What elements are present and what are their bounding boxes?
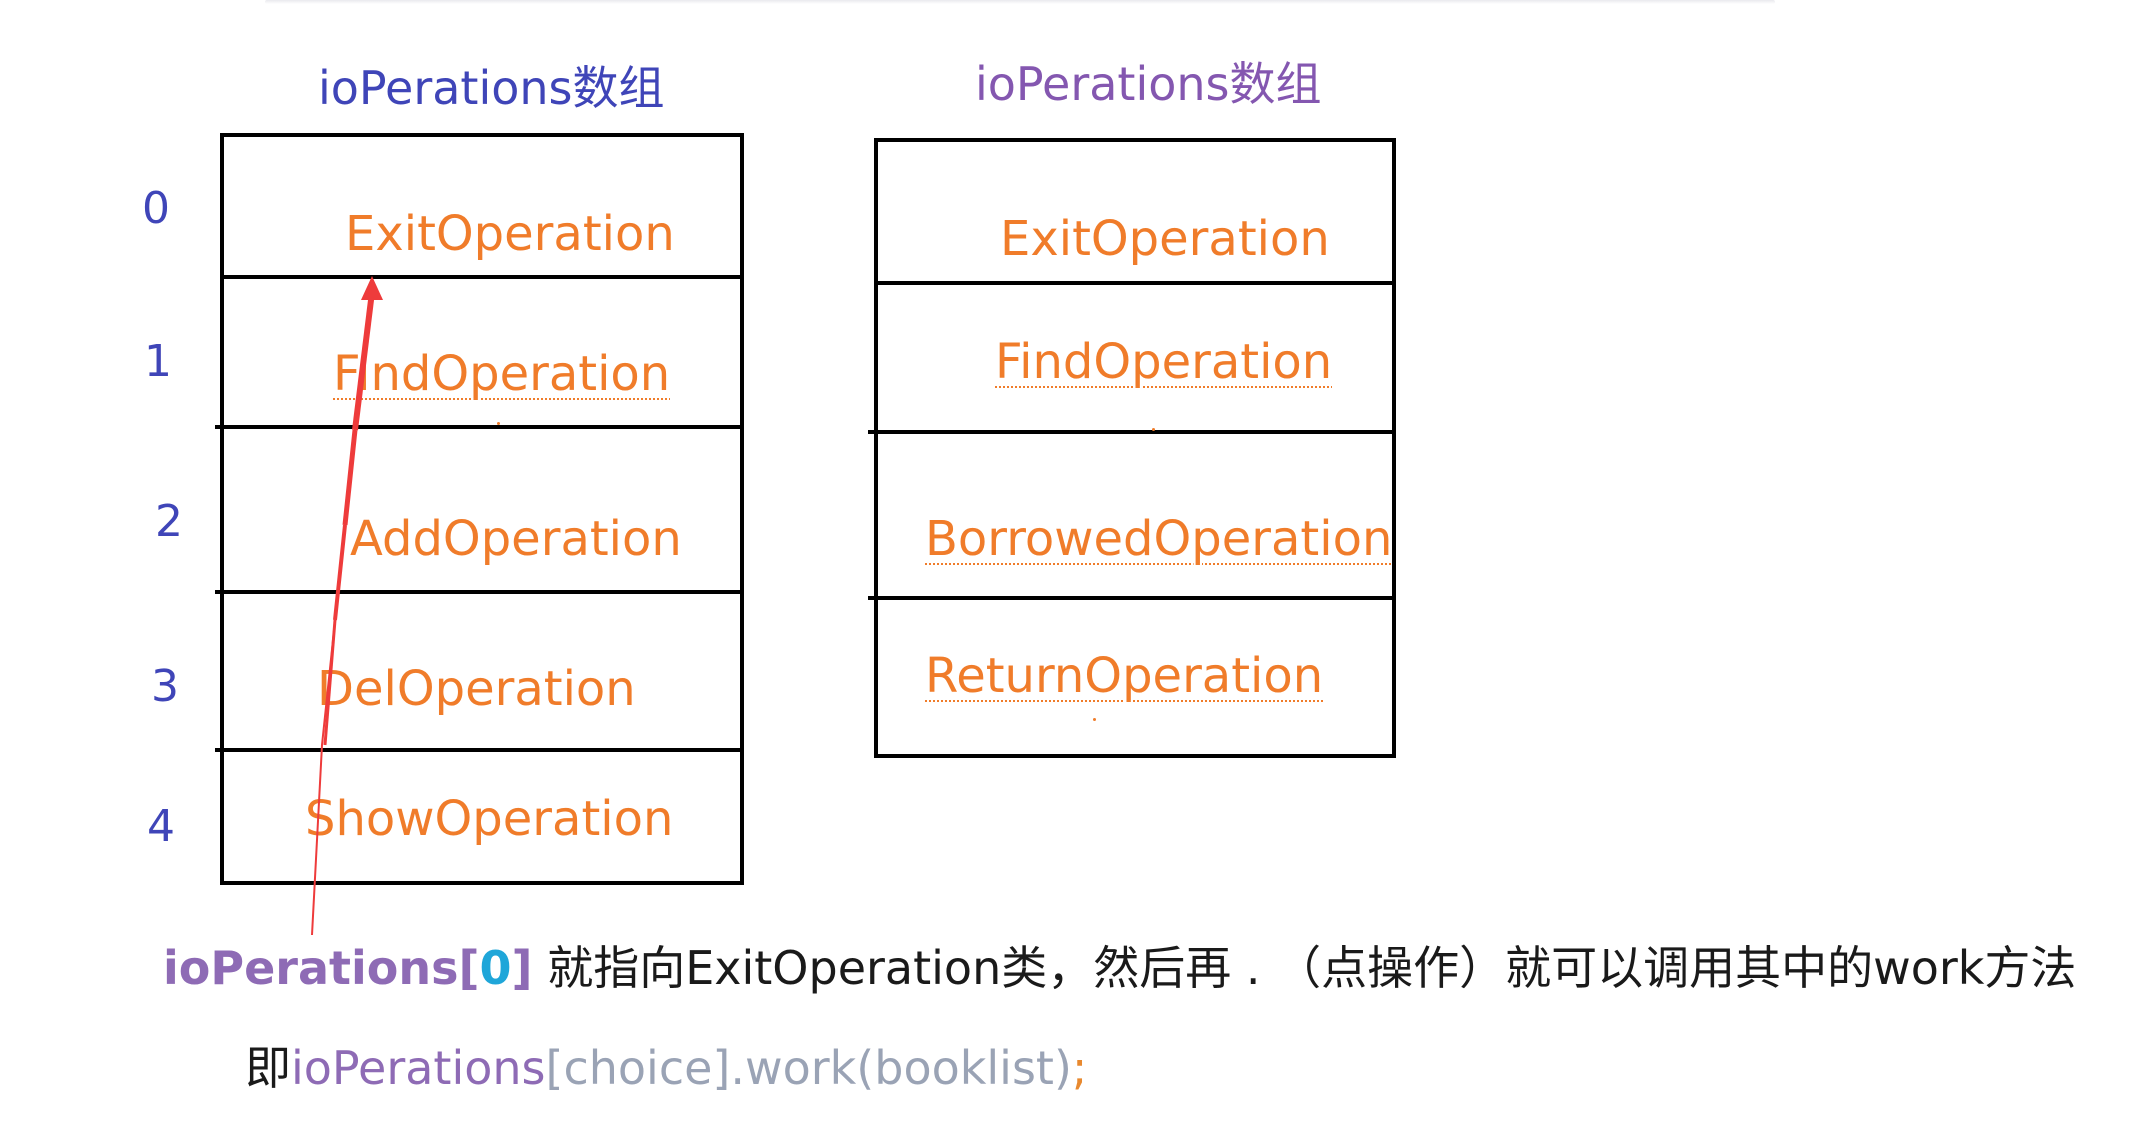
desc-open-bracket: [ [458, 941, 480, 995]
left-row-divider-4 [215, 748, 744, 752]
right-item-0: ExitOperation [1000, 211, 1330, 267]
code-example: 即ioPerations[choice].work(booklist); [245, 1045, 1087, 1091]
right-item-1: FindOperation [995, 334, 1333, 390]
left-item-3: DelOperation [317, 661, 636, 717]
right-row-divider-1 [874, 281, 1396, 285]
code-prefix: 即 [245, 1041, 291, 1095]
right-array-title: ioPerations数组 [975, 57, 1322, 111]
desc-body: 就指向ExitOperation类，然后再 . （点操作）就可以调用其中的wor… [532, 941, 2077, 995]
index-label-1: 1 [144, 336, 172, 387]
left-row-divider-1 [220, 275, 744, 279]
index-label-0: 0 [142, 183, 170, 234]
top-edge-shadow [265, 0, 1775, 4]
left-row-divider-3 [215, 590, 744, 594]
desc-array-name: ioPerations [163, 941, 459, 995]
left-item-4: ShowOperation [305, 791, 674, 847]
left-item-0: ExitOperation [345, 206, 675, 262]
left-array-title: ioPerations数组 [318, 61, 665, 115]
index-label-4: 4 [147, 801, 175, 852]
desc-index: 0 [479, 941, 512, 995]
left-item-2: AddOperation [350, 511, 682, 567]
index-label-2: 2 [155, 496, 183, 547]
left-row-divider-2 [215, 425, 744, 429]
right-item-3: ReturnOperation [925, 648, 1324, 704]
code-call: [choice].work(booklist) [545, 1041, 1072, 1095]
code-semicolon: ; [1071, 1041, 1088, 1095]
right-row-divider-2 [868, 430, 1396, 434]
stray-dot-right-2 [1093, 718, 1096, 721]
right-row-divider-3 [868, 596, 1396, 600]
index-label-3: 3 [151, 661, 179, 712]
right-array-table [874, 138, 1396, 758]
left-array-table [220, 133, 744, 885]
stray-dot [497, 422, 500, 425]
right-item-2: BorrowedOperation [925, 511, 1393, 567]
left-item-1: FindOperation [333, 346, 671, 402]
stray-dot-right [1152, 428, 1155, 431]
code-array-name: ioPerations [291, 1041, 546, 1095]
desc-close-bracket: ] [511, 941, 533, 995]
description-text: ioPerations[0] 就指向ExitOperation类，然后再 . （… [163, 945, 2076, 991]
